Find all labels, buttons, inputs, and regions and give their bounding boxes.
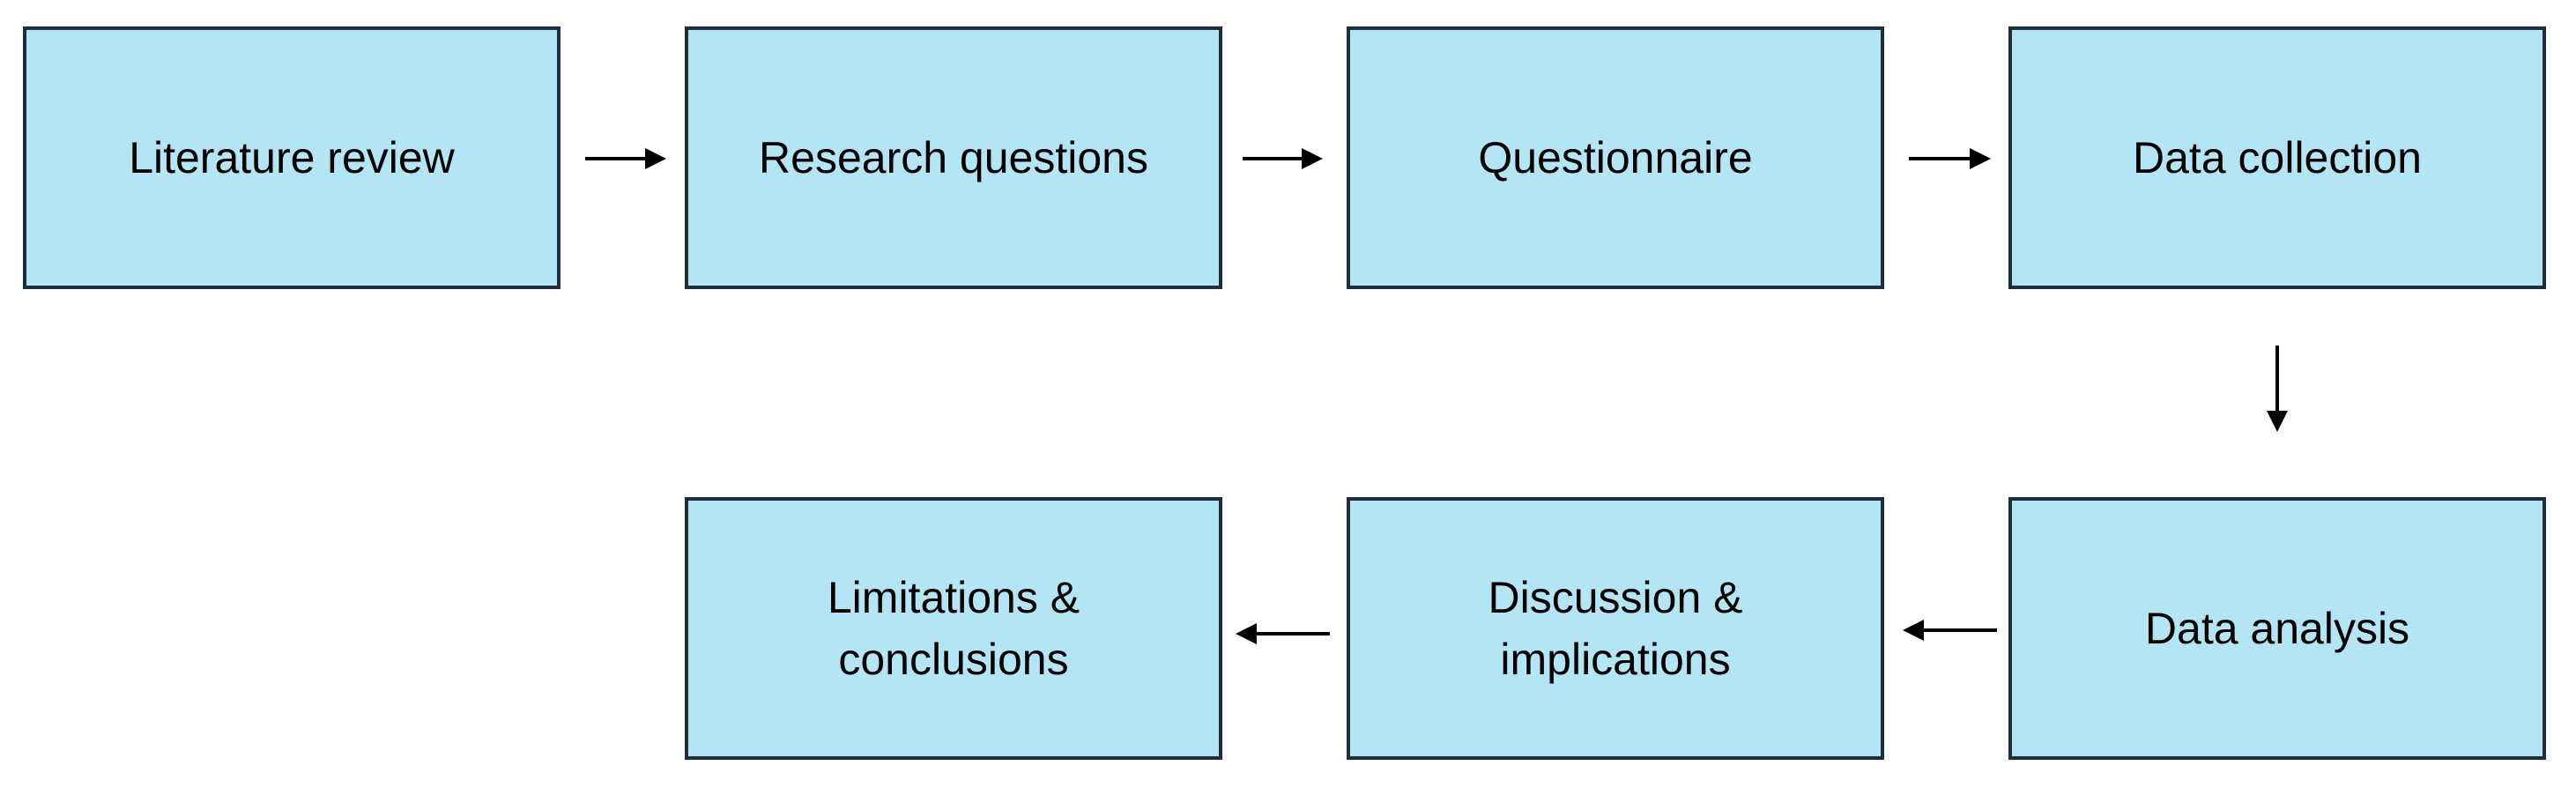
step-label: Questionnaire xyxy=(1478,133,1753,182)
step-label: Discussion & implications xyxy=(1488,573,1743,684)
step-data-analysis: Data analysis xyxy=(2008,497,2546,760)
step-label: Literature review xyxy=(129,133,455,182)
step-label: Research questions xyxy=(759,133,1148,182)
step-discussion-implications: Discussion & implications xyxy=(1347,497,1884,760)
step-label: Data collection xyxy=(2133,133,2422,182)
step-limitations-conclusions: Limitations & conclusions xyxy=(685,497,1222,760)
step-literature-review: Literature review xyxy=(23,26,560,289)
step-label: Limitations & conclusions xyxy=(827,573,1080,684)
step-data-collection: Data collection xyxy=(2008,26,2546,289)
step-label: Data analysis xyxy=(2144,604,2410,653)
step-research-questions: Research questions xyxy=(685,26,1222,289)
step-questionnaire: Questionnaire xyxy=(1347,26,1884,289)
